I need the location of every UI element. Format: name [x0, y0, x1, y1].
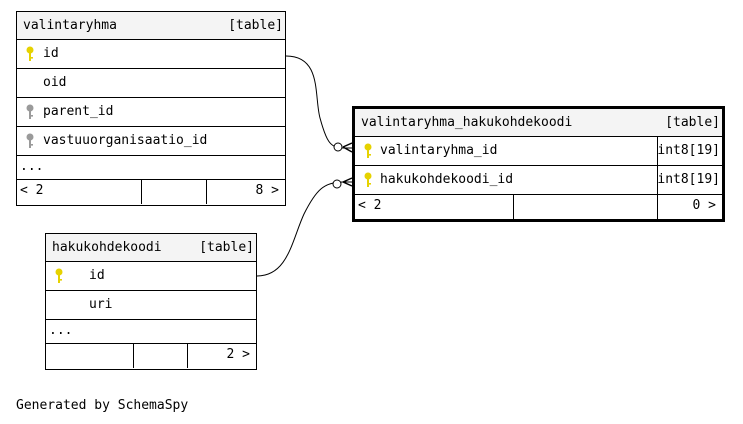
table-footer: < 2 0 > [355, 195, 722, 219]
children-count: 2 > [226, 347, 250, 362]
table-name[interactable]: valintaryhma_hakukohdekoodi [361, 115, 573, 130]
column-name: id [89, 268, 105, 283]
children-count-cell[interactable]: 0 > [658, 195, 722, 219]
column-type: int8[19] [657, 143, 720, 158]
relation-hakukohdekoodi-crowfoot [342, 177, 353, 187]
column-row[interactable]: oid [17, 69, 285, 98]
children-count-cell[interactable]: 8 > [207, 180, 285, 204]
parents-count: < 2 [20, 183, 44, 198]
rows-count-cell [134, 344, 188, 368]
primary-key-icon [55, 268, 63, 283]
column-name: id [43, 46, 59, 61]
more-columns-row: ... [46, 320, 256, 344]
rows-count-cell [142, 180, 207, 204]
parents-count: < 2 [358, 198, 382, 213]
parents-count-cell [46, 344, 134, 368]
column-row[interactable]: vastuuorganisaatio_id [17, 127, 285, 156]
more-columns-row: ... [17, 156, 285, 180]
column-row[interactable]: id [17, 40, 285, 69]
column-row[interactable]: parent_id [17, 98, 285, 127]
table-valintaryhma-hakukohdekoodi[interactable]: valintaryhma_hakukohdekoodi [table] vali… [352, 106, 725, 222]
relation-hakukohdekoodi-link [256, 181, 352, 277]
column-row[interactable]: uri [46, 291, 256, 320]
column-row[interactable]: valintaryhma_id int8[19] [355, 137, 722, 166]
table-valintaryhma[interactable]: valintaryhma [table] id oid parent_id va… [16, 11, 286, 206]
generated-by-label: Generated by SchemaSpy [16, 398, 189, 413]
column-row[interactable]: id [46, 262, 256, 291]
parents-count-cell[interactable]: < 2 [355, 195, 514, 219]
primary-key-icon [364, 172, 372, 187]
primary-key-icon [364, 143, 372, 158]
children-count-cell[interactable]: 2 > [188, 344, 256, 368]
table-header: valintaryhma_hakukohdekoodi [table] [355, 109, 722, 137]
column-row[interactable]: hakukohdekoodi_id int8[19] [355, 166, 722, 195]
column-name: uri [89, 297, 113, 312]
relation-hakukohdekoodi-optional-marker [332, 179, 342, 189]
more-columns-indicator: ... [49, 323, 73, 338]
table-kind: [table] [665, 115, 720, 130]
table-header: valintaryhma [table] [17, 12, 285, 40]
table-name[interactable]: hakukohdekoodi [52, 240, 162, 255]
relation-valintaryhma-link [285, 55, 352, 149]
column-name: valintaryhma_id [380, 143, 498, 158]
column-name: vastuuorganisaatio_id [43, 133, 208, 148]
column-type: int8[19] [657, 172, 720, 187]
table-name[interactable]: valintaryhma [23, 18, 117, 33]
foreign-key-icon [26, 133, 34, 148]
table-footer: < 2 8 > [17, 180, 285, 204]
parents-count-cell[interactable]: < 2 [17, 180, 142, 204]
children-count: 0 > [692, 198, 716, 213]
primary-key-icon [26, 46, 34, 61]
rows-count-cell [514, 195, 658, 219]
foreign-key-icon [26, 104, 34, 119]
table-kind: [table] [199, 240, 254, 255]
more-columns-indicator: ... [20, 159, 44, 174]
table-footer: 2 > [46, 344, 256, 368]
column-name: hakukohdekoodi_id [380, 172, 514, 187]
table-hakukohdekoodi[interactable]: hakukohdekoodi [table] id uri ... 2 > [45, 233, 257, 370]
table-header: hakukohdekoodi [table] [46, 234, 256, 262]
column-divider [657, 137, 658, 165]
relation-valintaryhma-optional-marker [333, 142, 343, 152]
column-name: oid [43, 75, 67, 90]
relation-valintaryhma-crowfoot [342, 142, 353, 153]
children-count: 8 > [255, 183, 279, 198]
table-kind: [table] [228, 18, 283, 33]
column-divider [657, 166, 658, 194]
column-name: parent_id [43, 104, 114, 119]
